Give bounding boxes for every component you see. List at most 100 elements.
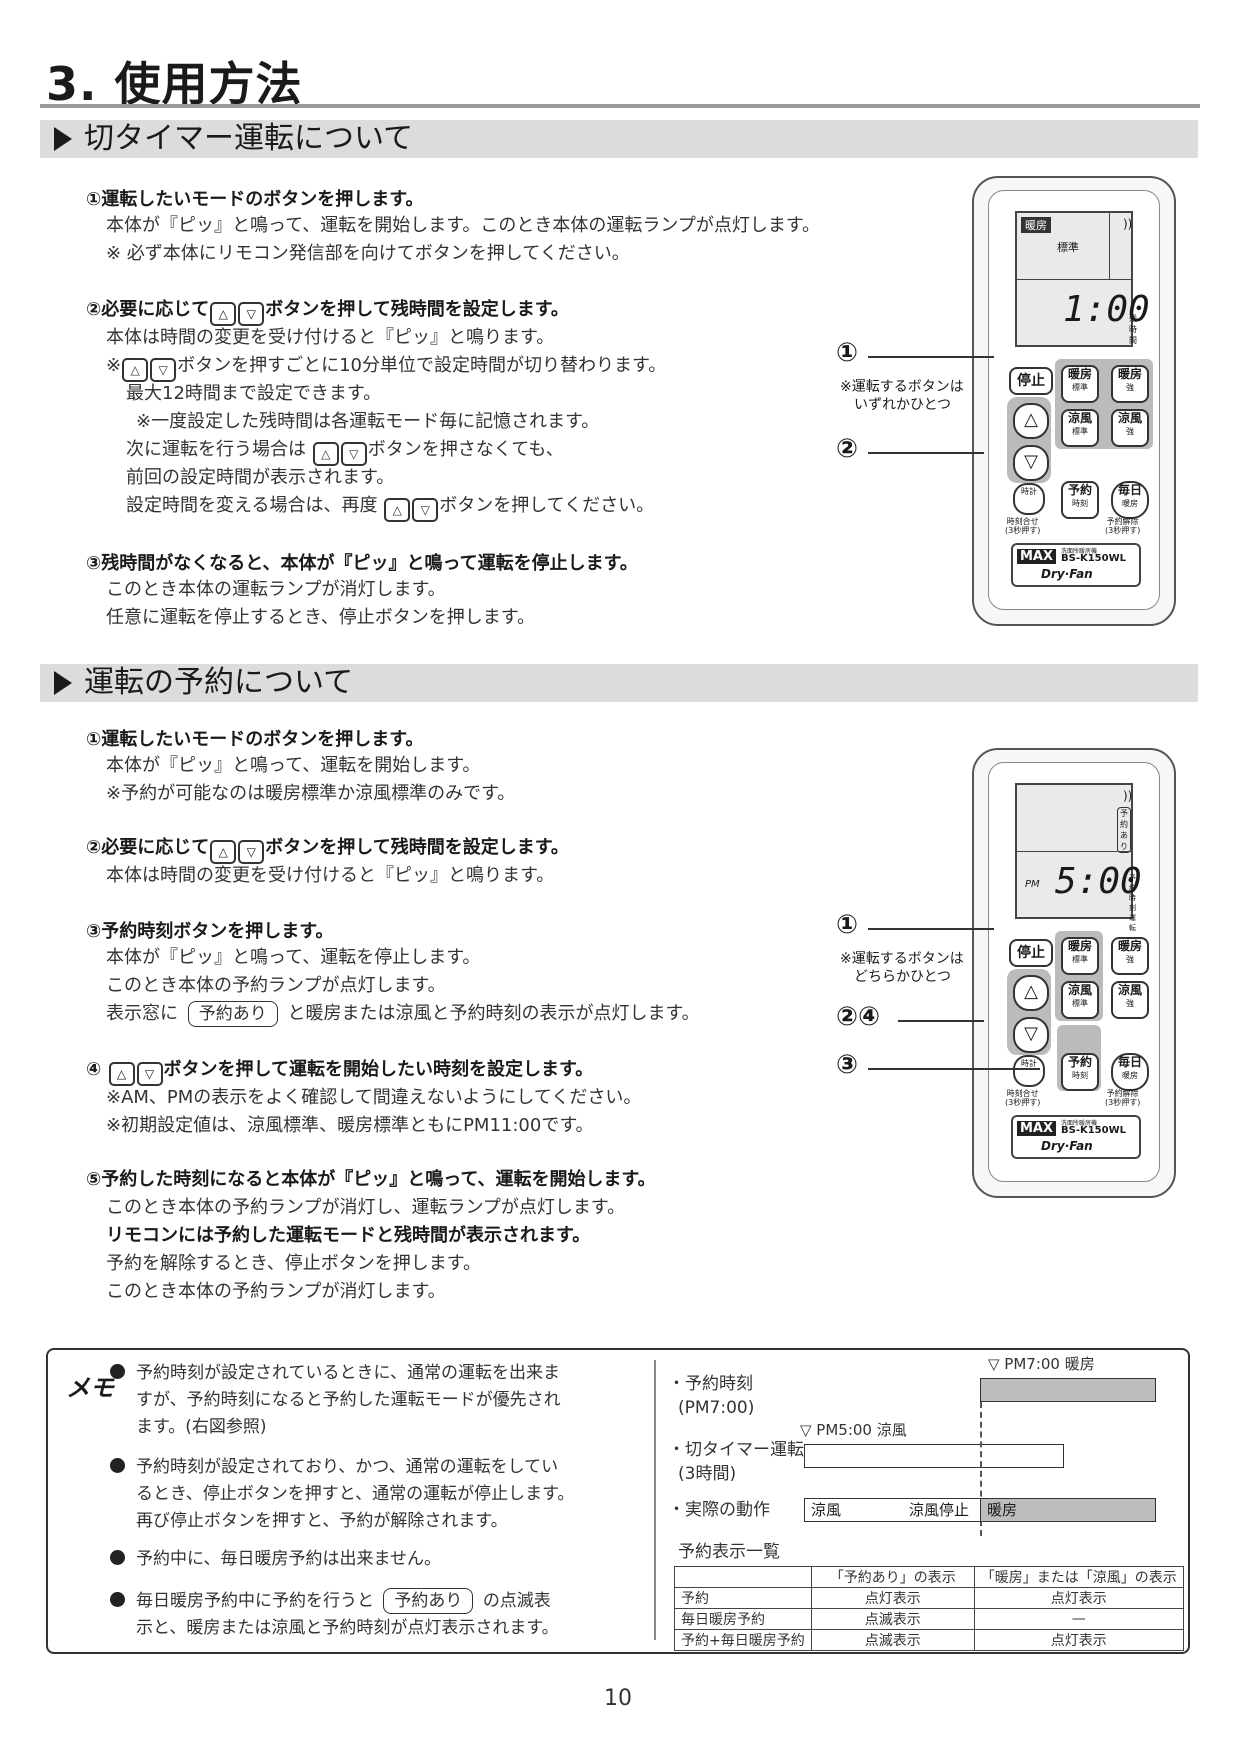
s2-step5-line-bold: リモコンには予約した運転モードと残時間が表示されます。 bbox=[106, 1225, 591, 1246]
triangle-icon bbox=[54, 127, 72, 151]
s2-step5-line: このとき本体の予約ランプが消灯し、運転ランプが点灯します。 bbox=[106, 1197, 626, 1218]
s1-step1-line: 本体が『ピッ』と鳴って、運転を開始します。このとき本体の運転ランプが点灯します。 bbox=[106, 215, 821, 236]
down-key-icon: ▽ bbox=[412, 498, 439, 522]
s1-step2-line: ※一度設定した残時間は各運転モード毎に記憶されます。 bbox=[136, 411, 600, 432]
page-title: 3. 使用方法 bbox=[46, 57, 303, 111]
model-number: BS-K150WL bbox=[1061, 1125, 1126, 1136]
section-heading-label: 切タイマー運転について bbox=[84, 121, 414, 156]
model-small: 洗面所暖房機 bbox=[1061, 1120, 1098, 1127]
memo-divider bbox=[654, 1360, 656, 1640]
model-number: BS-K150WL bbox=[1061, 553, 1126, 564]
mode-label: 暖房 bbox=[1021, 217, 1051, 233]
mode-sub-label: 標準 bbox=[1057, 241, 1079, 254]
s2-step5-line: このとき本体の予約ランプが消灯します。 bbox=[106, 1281, 446, 1302]
s2-step2-title: ②必要に応じて△▽ボタンを押して残時間を設定します。 bbox=[86, 834, 569, 864]
heat-strong-button: 暖房強 bbox=[1111, 365, 1149, 403]
bullet-icon bbox=[110, 1550, 125, 1565]
product-name: Dry·Fan bbox=[1041, 1139, 1093, 1153]
cool-standard-button: 涼風標準 bbox=[1061, 409, 1099, 447]
table-row: 予約+毎日暖房予約点滅表示点灯表示 bbox=[674, 1629, 1184, 1651]
daily-heat-button: 毎日暖房 bbox=[1111, 1053, 1149, 1091]
s1-step2-line: 設定時間を変える場合は、再度 △▽ボタンを押してください。 bbox=[126, 492, 654, 522]
up-key-icon: △ bbox=[384, 498, 411, 522]
s1-step3-title: ③残時間がなくなると、本体が『ピッ』と鳴って運転を停止します。 bbox=[86, 553, 638, 574]
remote-control-illustration-2: )) 予約あり PM 5:00 予約時刻運転 停止 暖房標準 暖房強 涼風標準 … bbox=[972, 748, 1176, 1198]
s1-step2-line: 前回の設定時間が表示されます。 bbox=[126, 467, 395, 488]
bullet-icon bbox=[110, 1364, 125, 1379]
timeline-marker: ▽ PM7:00 暖房 bbox=[988, 1355, 1095, 1373]
down-button: ▽ bbox=[1013, 1017, 1049, 1053]
s2-step1-line: 本体が『ピッ』と鳴って、運転を開始します。 bbox=[106, 755, 481, 776]
down-key-icon: ▽ bbox=[238, 302, 265, 326]
callout-1: ① bbox=[836, 338, 859, 368]
actual-bar-cool: 涼風 涼風停止 bbox=[804, 1498, 982, 1522]
s1-step2-title: ②必要に応じて△▽ボタンを押して残時間を設定します。 bbox=[86, 296, 569, 326]
triangle-icon bbox=[54, 671, 72, 695]
timeline-label: ・予約時刻 bbox=[668, 1374, 753, 1394]
heat-standard-button: 暖房標準 bbox=[1061, 937, 1099, 975]
actual-bar-heat: 暖房 bbox=[980, 1498, 1156, 1522]
memo-label: メモ bbox=[66, 1374, 114, 1402]
daily-heat-button: 毎日暖房 bbox=[1111, 481, 1149, 519]
up-key-icon: △ bbox=[210, 840, 237, 864]
s2-step2-line: 本体は時間の変更を受け付けると『ピッ』と鳴ります。 bbox=[106, 865, 555, 886]
section-heading-label: 運転の予約について bbox=[84, 665, 354, 700]
memo-item: 毎日暖房予約中に予約を行うと 予約あり の点滅表 示と、暖房または涼風と予約時刻… bbox=[110, 1588, 559, 1642]
heat-strong-button: 暖房強 bbox=[1111, 937, 1149, 975]
s1-step3-line: 任意に運転を停止するとき、停止ボタンを押します。 bbox=[106, 607, 535, 628]
callout-2-4: ②④ bbox=[836, 1002, 881, 1032]
s1-step2-line: ※△▽ボタンを押すごとに10分単位で設定時間が切り替わります。 bbox=[106, 352, 666, 382]
s2-step3-title: ③予約時刻ボタンを押します。 bbox=[86, 921, 334, 942]
reserve-time-button: 予約時刻 bbox=[1061, 1053, 1099, 1091]
cool-standard-button: 涼風標準 bbox=[1061, 981, 1099, 1019]
callout-note: どちらかひとつ bbox=[854, 969, 952, 985]
remote-control-illustration-1: 暖房 標準 )) 1:00 残時間 停止 暖房標準 暖房強 涼風標準 涼風強 △… bbox=[972, 176, 1176, 626]
table-row: 「予約あり」の表示 「暖房」または「涼風」の表示 bbox=[674, 1566, 1184, 1588]
clock-button: 時計 bbox=[1013, 1055, 1045, 1087]
signal-icon: )) bbox=[1123, 789, 1133, 803]
s2-step5-line: 予約を解除するとき、停止ボタンを押します。 bbox=[106, 1253, 481, 1274]
memo-box: メモ 予約時刻が設定されているときに、通常の運転を出来ますが、予約時刻になると予… bbox=[46, 1348, 1190, 1654]
down-key-icon: ▽ bbox=[136, 1062, 163, 1086]
table-row: 予約点灯表示点灯表示 bbox=[674, 1587, 1184, 1609]
table-title: 予約表示一覧 bbox=[678, 1542, 780, 1562]
up-key-icon: △ bbox=[108, 1062, 135, 1086]
s2-step1-line: ※予約が可能なのは暖房標準か涼風標準のみです。 bbox=[106, 783, 516, 804]
up-button: △ bbox=[1013, 403, 1049, 439]
cool-strong-button: 涼風強 bbox=[1111, 981, 1149, 1019]
s2-step4-title: ④ △▽ボタンを押して運転を開始したい時刻を設定します。 bbox=[86, 1056, 593, 1086]
s1-step2-line: 本体は時間の変更を受け付けると『ピッ』と鳴ります。 bbox=[106, 327, 555, 348]
section-heading-reservation: 運転の予約について bbox=[40, 664, 1198, 702]
reserved-badge: 予約あり bbox=[187, 1001, 278, 1027]
bullet-icon bbox=[110, 1592, 125, 1607]
table-row: 毎日暖房予約点滅表示— bbox=[674, 1608, 1184, 1630]
clock-set-label: 時刻合せ(3秒押す) bbox=[1005, 517, 1041, 535]
callout-note: ※運転するボタンは bbox=[840, 951, 964, 967]
cool-strong-button: 涼風強 bbox=[1111, 409, 1149, 447]
up-key-icon: △ bbox=[122, 358, 149, 382]
down-key-icon: ▽ bbox=[340, 442, 367, 466]
s2-step4-line: ※初期設定値は、涼風標準、暖房標準ともにPM11:00です。 bbox=[106, 1115, 594, 1136]
down-button: ▽ bbox=[1013, 445, 1049, 481]
down-key-icon: ▽ bbox=[150, 358, 177, 382]
memo-item: 予約中に、毎日暖房予約は出来ません。 bbox=[110, 1546, 441, 1573]
s2-step1-title: ①運転したいモードのボタンを押します。 bbox=[86, 729, 424, 750]
callout-note: ※運転するボタンは bbox=[840, 379, 964, 395]
s2-step3-line: 表示窓に 予約あり と暖房または涼風と予約時刻の表示が点灯します。 bbox=[106, 1000, 700, 1028]
callout-2: ② bbox=[836, 434, 859, 464]
s1-step1-line: ※ 必ず本体にリモコン発信部を向けてボタンを押してください。 bbox=[106, 243, 630, 264]
heat-standard-button: 暖房標準 bbox=[1061, 365, 1099, 403]
ampm-indicator: PM bbox=[1025, 879, 1040, 890]
time-label: 予約時刻運転 bbox=[1129, 874, 1136, 932]
dashed-marker-line bbox=[980, 1402, 982, 1536]
down-key-icon: ▽ bbox=[238, 840, 265, 864]
brand-plate: MAX 洗面所暖房機 BS-K150WL Dry·Fan bbox=[1011, 543, 1141, 587]
callout-note: いずれかひとつ bbox=[854, 397, 952, 413]
reserved-badge: 予約あり bbox=[383, 1588, 474, 1614]
s1-step1-title: ①運転したいモードのボタンを押します。 bbox=[86, 189, 424, 210]
reservation-bar bbox=[980, 1378, 1156, 1402]
timeline-label: (3時間) bbox=[678, 1464, 737, 1484]
s2-step5-title: ⑤予約した時刻になると本体が『ピッ』と鳴って、運転を開始します。 bbox=[86, 1169, 656, 1190]
product-name: Dry·Fan bbox=[1041, 567, 1093, 581]
stop-button: 停止 bbox=[1009, 367, 1053, 395]
